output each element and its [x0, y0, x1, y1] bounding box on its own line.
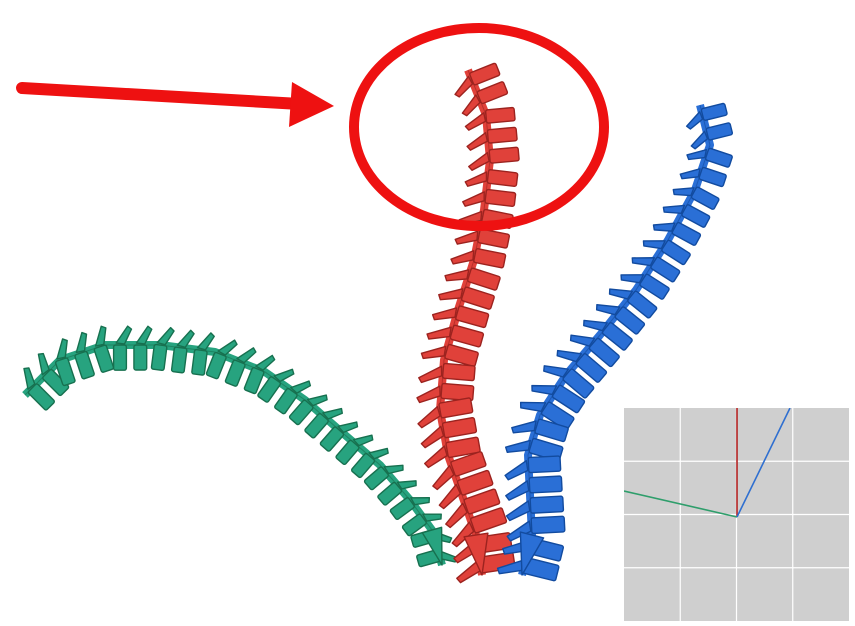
vertebral-body — [705, 148, 733, 168]
vertebral-body — [699, 167, 727, 187]
spinous-process — [504, 461, 528, 480]
vertebral-body — [489, 147, 519, 163]
spinous-process — [684, 112, 704, 130]
vertebral-body — [467, 268, 500, 291]
orientation-axes-widget[interactable] — [624, 408, 849, 621]
spinous-process — [505, 481, 529, 501]
axes-grid — [624, 408, 849, 621]
vertebral-body — [681, 204, 710, 228]
vertebral-body — [206, 352, 227, 379]
vertebral-body — [529, 476, 562, 493]
vertebral-body — [531, 516, 565, 533]
vertebral-body — [528, 456, 561, 473]
green-spine-view[interactable] — [14, 325, 458, 572]
vertebral-body — [134, 345, 147, 370]
vertebral-body — [691, 187, 720, 210]
vertebra — [418, 362, 475, 387]
vertebral-body — [442, 417, 476, 438]
vertebral-body — [450, 325, 484, 347]
spinous-process — [419, 426, 445, 448]
vertebral-body — [474, 248, 506, 268]
vertebral-body — [461, 287, 495, 310]
vertebral-body — [477, 81, 508, 104]
vertebral-body — [114, 345, 127, 370]
spinous-process — [466, 133, 488, 151]
vertebral-body — [74, 351, 94, 379]
vertebral-body — [701, 103, 727, 121]
vertebral-body — [486, 107, 516, 123]
vertebral-body — [487, 127, 517, 143]
vertebral-body — [171, 347, 187, 373]
vertebral-body — [672, 222, 701, 246]
vertebral-body — [225, 360, 246, 387]
spinous-process — [506, 501, 530, 521]
annotation-arrow-icon — [22, 82, 334, 127]
vertebral-body — [455, 306, 489, 328]
vertebral-body — [390, 497, 415, 520]
vertebral-body — [487, 170, 518, 187]
vertebral-body — [530, 496, 563, 513]
red-spine-view[interactable] — [415, 63, 520, 583]
vertebral-body — [706, 123, 733, 141]
vertebra — [462, 187, 516, 212]
vertebral-body — [151, 344, 167, 370]
vertebral-body — [469, 63, 500, 86]
vertebral-body — [485, 189, 516, 206]
vertebral-body — [478, 229, 510, 249]
vertebra — [467, 147, 519, 170]
vertebral-body — [443, 363, 476, 380]
z-axis-blue — [737, 408, 790, 517]
vertebral-body — [192, 349, 208, 375]
spinous-process — [416, 406, 442, 428]
spinous-process — [422, 446, 448, 468]
